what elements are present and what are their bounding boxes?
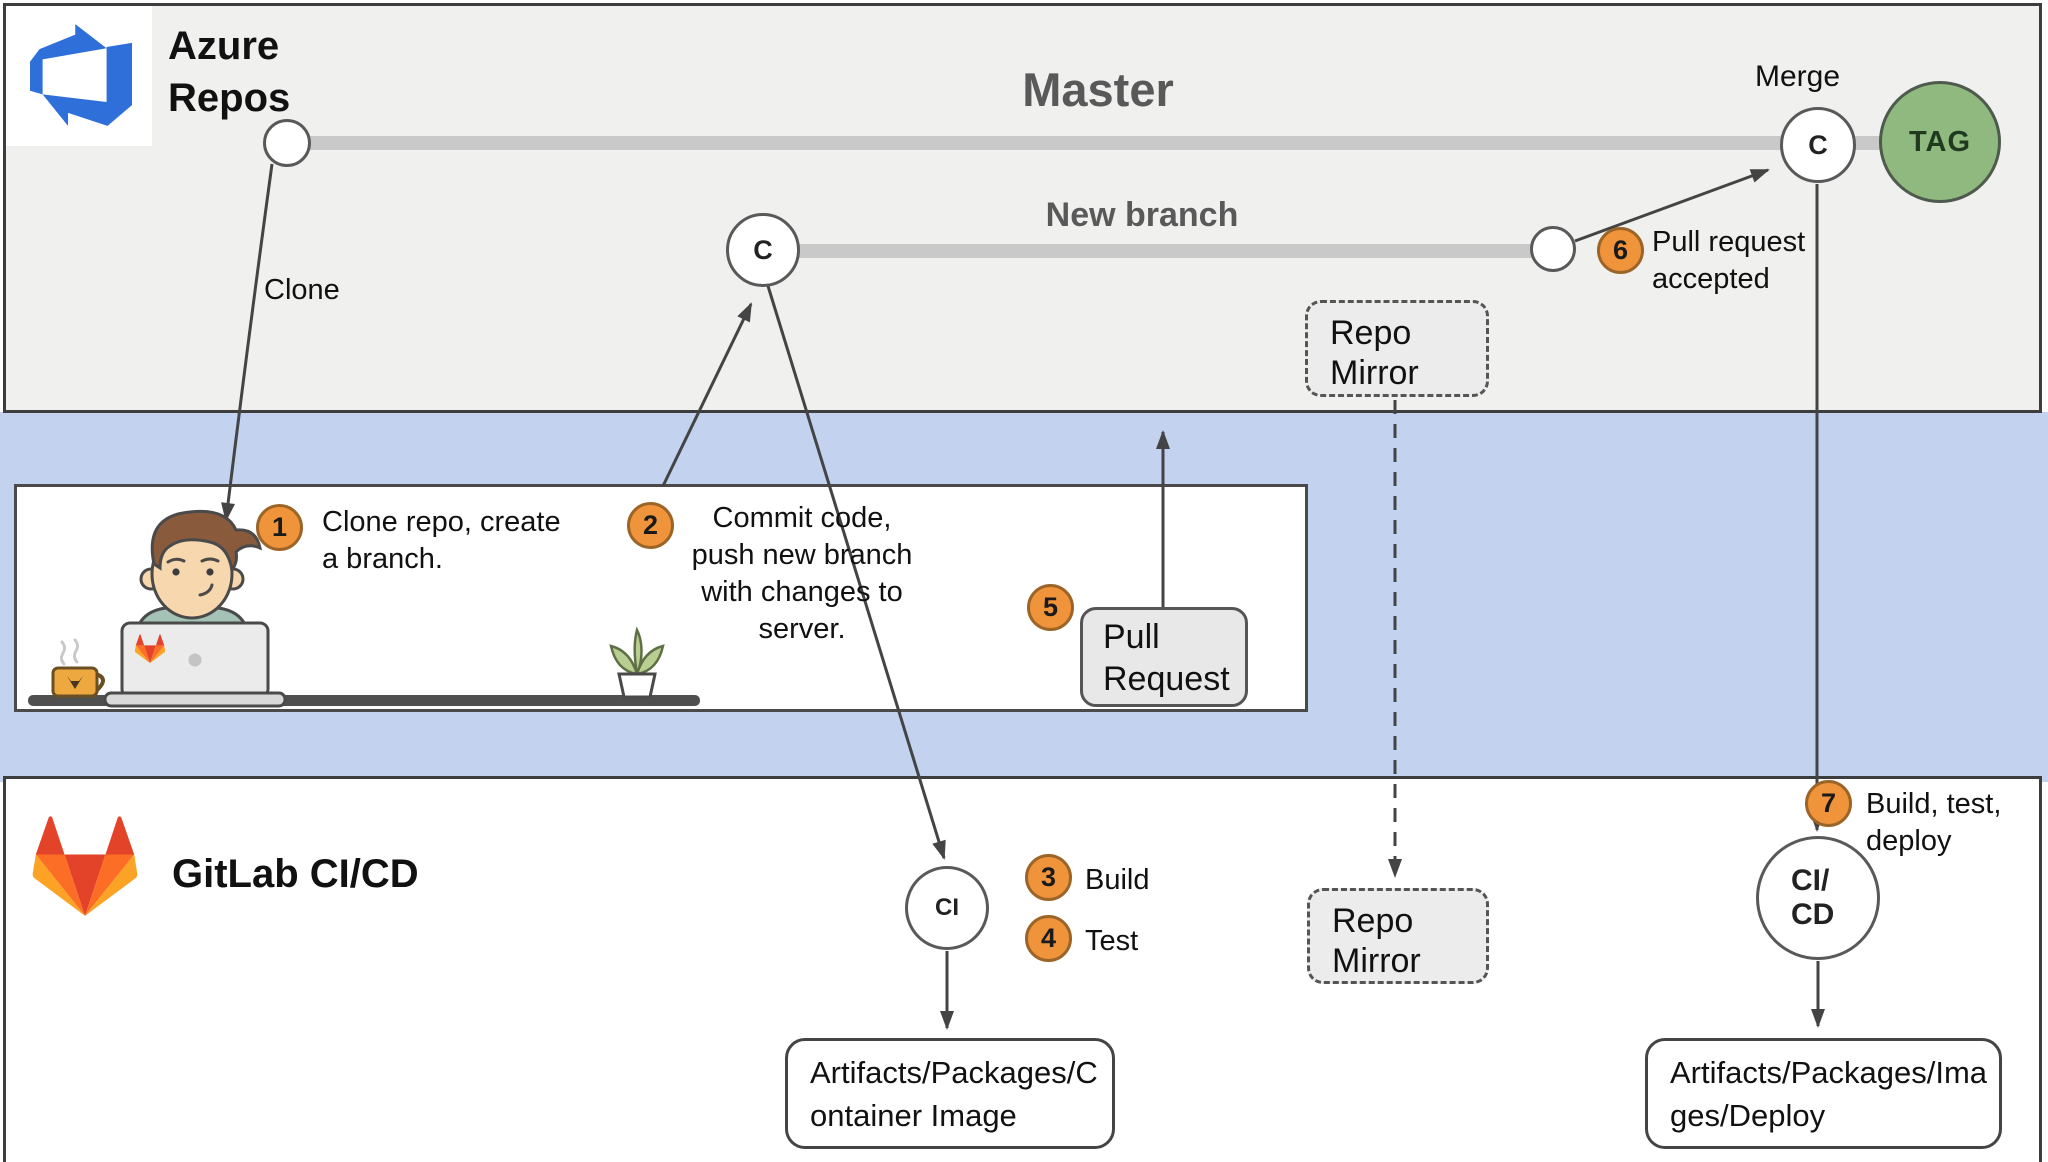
merge-label: Merge <box>1755 60 1841 93</box>
azure-repos-logo-icon <box>30 24 132 126</box>
new-branch-label: New branch <box>1045 196 1239 234</box>
pull-request-box: Pull Request <box>1080 607 1248 707</box>
step-2-text: Commit code, push new branch with change… <box>691 502 913 646</box>
branch-end-commit-node <box>1530 226 1576 272</box>
step-badge-1: 1 <box>256 504 303 551</box>
coffee-mug <box>51 666 105 698</box>
step-2-number: 2 <box>642 510 659 540</box>
branch-commit-node: C <box>726 213 800 287</box>
step-7-number: 7 <box>1820 788 1837 818</box>
repo-mirror-box-bottom: Repo Mirror <box>1307 888 1489 984</box>
step-5-number: 5 <box>1042 592 1059 622</box>
clone-label: Clone <box>264 274 340 306</box>
gitlab-logo-icon <box>30 815 140 919</box>
step-6-number: 6 <box>1612 235 1629 265</box>
plant <box>609 626 665 699</box>
ci-node-label: CI <box>935 894 959 921</box>
step-4-number: 4 <box>1040 923 1057 953</box>
step-1-text: Clone repo, create a branch. <box>322 506 561 576</box>
cicd-node: CI/CD <box>1756 836 1880 960</box>
step-badge-2: 2 <box>627 502 674 549</box>
gitlab-section-title: GitLab CI/CD <box>172 852 419 896</box>
developer-illustration <box>28 509 700 708</box>
repo-mirror-box-top: Repo Mirror <box>1305 300 1489 397</box>
tag-label: TAG <box>1908 125 1972 158</box>
step-badge-7: 7 <box>1805 780 1852 827</box>
hair <box>150 509 263 574</box>
master-start-commit-node <box>263 119 311 167</box>
step-badge-3: 3 <box>1025 854 1072 901</box>
step-6-text: Pull request accepted <box>1652 226 1806 296</box>
cicd-node-label: CI/CD <box>1791 863 1835 932</box>
merge-commit-node: C <box>1780 107 1856 183</box>
step-1-number: 1 <box>271 512 288 542</box>
azure-section-title: Azure Repos <box>168 24 291 120</box>
step-badge-5: 5 <box>1027 584 1074 631</box>
step-4-text: Test <box>1085 925 1139 957</box>
ci-node: CI <box>905 866 989 950</box>
step-badge-4: 4 <box>1025 915 1072 962</box>
step-3-number: 3 <box>1040 862 1057 892</box>
step-7-text: Build, test, deploy <box>1866 788 2002 858</box>
laptop <box>103 621 287 708</box>
master-branch-label: Master <box>1022 63 1174 116</box>
branch-commit-letter: C <box>753 234 773 265</box>
tag-node: TAG <box>1879 81 2001 203</box>
artifacts-box-cicd: Artifacts/Packages/Images/Deploy <box>1645 1038 2002 1149</box>
merge-commit-letter: C <box>1808 129 1828 160</box>
artifacts-box-ci: Artifacts/Packages/Container Image <box>785 1038 1115 1149</box>
step-badge-6: 6 <box>1597 227 1644 274</box>
step-3-text: Build <box>1085 864 1150 896</box>
